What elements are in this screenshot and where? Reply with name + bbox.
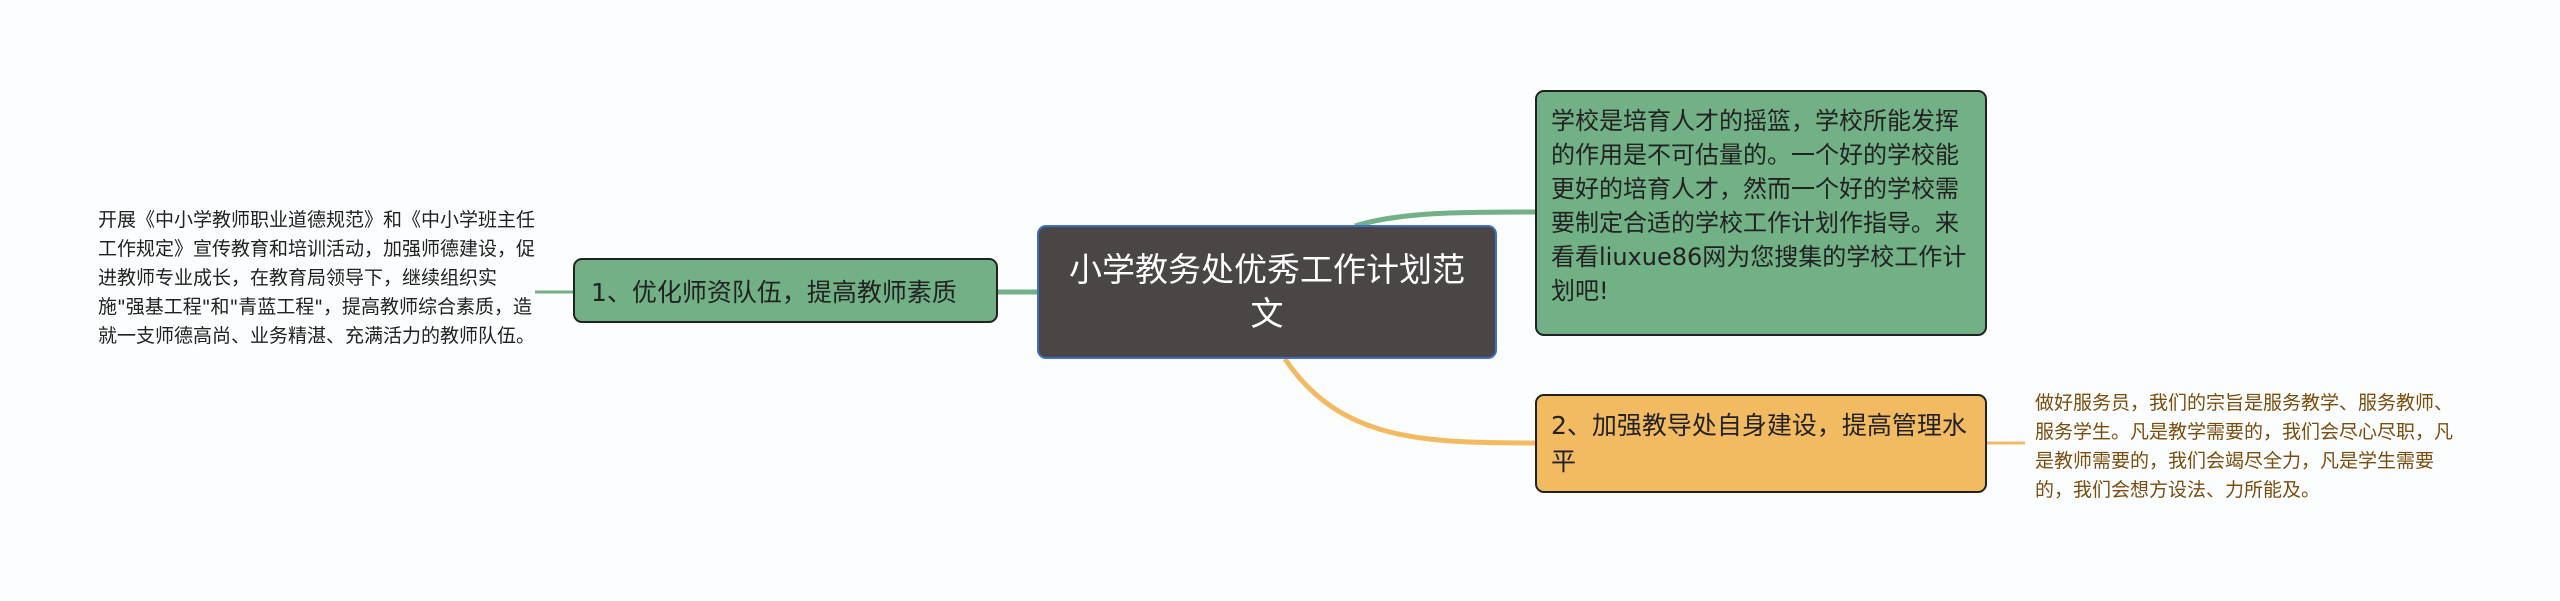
- branch2-label: 2、加强教导处自身建设，提高管理水平: [1551, 411, 1967, 476]
- central-topic-text: 小学教务处优秀工作计划范文: [1069, 250, 1465, 333]
- intro-topic[interactable]: 学校是培育人才的摇篮，学校所能发挥的作用是不可估量的。一个好的学校能更好的培育人…: [1535, 90, 1987, 336]
- branch2-topic[interactable]: 2、加强教导处自身建设，提高管理水平: [1535, 394, 1987, 493]
- branch1-detail[interactable]: 开展《中小学教师职业道德规范》和《中小学班主任工作规定》宣传教育和培训活动，加强…: [98, 209, 536, 347]
- branch1-topic[interactable]: 1、优化师资队伍，提高教师素质: [573, 258, 998, 323]
- intro-text: 学校是培育人才的摇篮，学校所能发挥的作用是不可估量的。一个好的学校能更好的培育人…: [1551, 107, 1967, 305]
- link-center-intro: [1354, 209, 1536, 229]
- branch1-label: 1、优化师资队伍，提高教师素质: [591, 277, 957, 307]
- branch2-detail[interactable]: 做好服务员，我们的宗旨是服务教学、服务教师、服务学生。凡是教学需要的，我们会尽心…: [2035, 392, 2454, 501]
- central-topic[interactable]: 小学教务处优秀工作计划范文: [1037, 225, 1497, 359]
- link-center-branch2: [1282, 357, 1536, 446]
